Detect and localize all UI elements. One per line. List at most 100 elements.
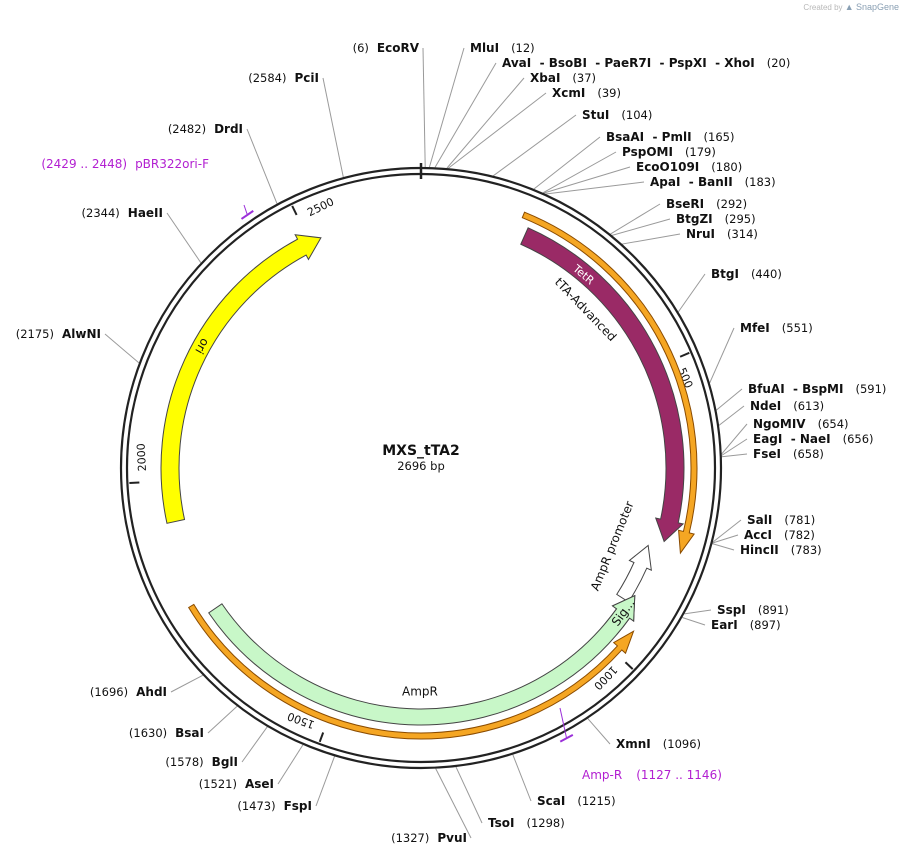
site-position: (39) [597,86,621,100]
site-position: (2482) [168,122,206,136]
site-enzyme-name: BsaI [175,726,204,740]
label-leader-lines [104,47,748,839]
site-leader-line [721,453,748,458]
site-leader-line [610,203,661,235]
feature-tetr[interactable] [520,227,685,543]
site-label[interactable]: AvaI - BsoBI - PaeR7I - PspXI - XhoI(20) [502,56,790,70]
site-label[interactable]: (1473)FspI [237,799,312,813]
feature-ampr-promoter[interactable] [616,544,652,603]
site-label[interactable]: BfuAI - BspMI(591) [748,382,886,396]
site-label[interactable]: (2482)DrdI [168,122,243,136]
site-label[interactable]: AccI(782) [744,528,815,542]
site-enzyme-name: BtgZI [676,212,713,226]
site-label[interactable]: HincII(783) [740,543,822,557]
site-leader-line [446,77,525,169]
site-label[interactable]: SalI(781) [747,513,815,527]
site-enzyme-name: EagI - NaeI [753,432,831,446]
site-label[interactable]: (2584)PciI [248,71,319,85]
site-position: (2344) [82,206,120,220]
scale-tick [129,481,140,484]
site-label[interactable]: NruI(314) [686,227,758,241]
site-label[interactable]: FseI(658) [753,447,824,461]
feature-ampr-orf[interactable] [187,603,635,740]
site-position: (292) [716,197,747,211]
site-position: (314) [727,227,758,241]
site-enzyme-name: PciI [295,71,320,85]
site-leader-line [104,333,140,364]
site-label[interactable]: (2175)AlwNI [16,327,101,341]
snapgene-credit: Created by ▲ SnapGene [803,2,899,12]
site-enzyme-name: NgoMIV [753,417,806,431]
site-label[interactable]: (1521)AseI [199,777,274,791]
site-position: (1473) [237,799,275,813]
site-enzyme-name: BsaAI - PmlI [606,130,692,144]
site-leader-line [622,233,681,245]
site-enzyme-name: MluI [470,41,499,55]
site-label[interactable]: (1327)PvuI [391,831,467,845]
site-label[interactable]: BsaAI - PmlI(165) [606,130,734,144]
site-leader-line [712,534,739,544]
site-label[interactable]: (1696)AhdI [90,685,167,699]
site-enzyme-name: PvuI [437,831,467,845]
site-position: (1521) [199,777,237,791]
site-leader-line [712,543,735,551]
site-label[interactable]: NdeI(613) [750,399,824,413]
site-enzyme-name: SspI [717,603,746,617]
site-enzyme-name: ScaI [537,794,565,808]
site-label[interactable]: ScaI(1215) [537,794,616,808]
site-position: (440) [751,267,782,281]
primer-pbr322ori-f-label[interactable]: (2429 .. 2448)pBR322ori-F [41,157,209,171]
site-leader-line [542,151,617,194]
site-leader-line [721,423,748,455]
site-leader-line [241,726,268,763]
site-enzyme-name: BtgI [711,267,739,281]
feature-ampr[interactable] [208,594,636,726]
site-enzyme-name: BglI [212,755,238,769]
site-label[interactable]: BtgZI(295) [676,212,756,226]
site-position: (783) [791,543,822,557]
feature-ori[interactable] [160,234,322,524]
site-label[interactable]: XmnI(1096) [616,737,701,751]
primer-pbr322ori-f-mark [240,210,254,220]
site-leader-line [315,756,336,807]
site-label[interactable]: EarI(897) [711,618,781,632]
site-enzyme-name: BfuAI - BspMI [748,382,843,396]
site-leader-line [587,718,611,745]
site-position: (551) [782,321,813,335]
primer-amp-r-label[interactable]: Amp-R(1127 .. 1146) [582,768,722,782]
primer-marks: (2429 .. 2448)pBR322ori-F Amp-R(1127 .. 1… [41,157,722,782]
site-enzyme-name: EarI [711,618,738,632]
site-leader-line [682,617,706,626]
feature-tta-advanced[interactable] [521,211,698,555]
site-label[interactable]: ApaI - BanII(183) [650,175,776,189]
site-label[interactable]: BseRI(292) [666,197,747,211]
site-labels: (6)EcoRV MluI(12)AvaI - BsoBI - PaeR7I - … [16,41,887,845]
site-label[interactable]: SspI(891) [717,603,789,617]
site-label[interactable]: TsoI(1298) [488,816,565,830]
site-label[interactable]: StuI(104) [582,108,652,122]
site-label[interactable]: MfeI(551) [740,321,813,335]
site-label[interactable]: PspOMI(179) [622,145,716,159]
plasmid-size: 2696 bp [397,459,445,473]
site-leader-line [455,766,483,824]
site-position: (1096) [663,737,701,751]
site-label[interactable]: EagI - NaeI (656) [753,432,874,446]
site-label[interactable]: (6)EcoRV [353,41,420,55]
site-position: (782) [784,528,815,542]
site-label[interactable]: XcmI(39) [552,86,621,100]
site-label[interactable]: (1578)BglI [165,755,238,769]
site-label[interactable]: MluI(12) [470,41,535,55]
site-label[interactable]: (2344)HaeII [82,206,163,220]
site-label[interactable]: EcoO109I(180) [636,160,742,174]
site-label[interactable]: XbaI(37) [530,71,596,85]
site-leader-line [712,519,742,543]
site-label[interactable]: NgoMIV (654) [753,417,849,431]
site-enzyme-name: NdeI [750,399,781,413]
site-label[interactable]: BtgI (440) [711,267,782,281]
site-position: (656) [843,432,874,446]
site-label[interactable]: (1630)BsaI [129,726,204,740]
site-leader-line [246,128,278,204]
scale-tick-label: 2000 [135,443,149,472]
site-leader-line [207,705,238,734]
site-position: (654) [818,417,849,431]
